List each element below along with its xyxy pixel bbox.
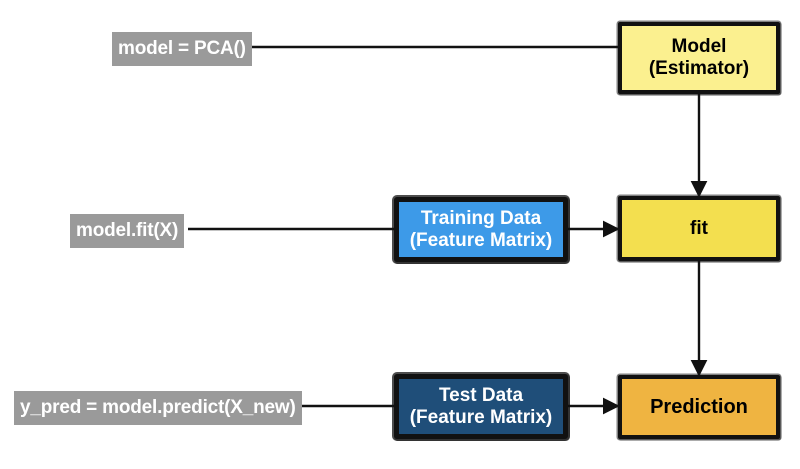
node-model-line1: Model	[671, 36, 727, 58]
node-training-data-line2: (Feature Matrix)	[409, 229, 553, 251]
node-model[interactable]: Model (Estimator)	[618, 22, 780, 94]
node-training-data[interactable]: Training Data (Feature Matrix)	[394, 197, 568, 262]
node-model-line2: (Estimator)	[648, 58, 750, 79]
node-prediction-line1: Prediction	[650, 395, 748, 418]
node-training-data-line1: Training Data	[420, 207, 542, 229]
node-fit[interactable]: fit	[618, 196, 780, 261]
node-fit-line1: fit	[690, 217, 708, 239]
code-label-model-init[interactable]: model = PCA()	[112, 32, 252, 66]
node-test-data[interactable]: Test Data (Feature Matrix)	[394, 374, 568, 439]
node-test-data-line1: Test Data	[438, 384, 524, 406]
node-prediction[interactable]: Prediction	[618, 375, 780, 439]
code-label-model-fit[interactable]: model.fit(X)	[70, 214, 185, 248]
node-test-data-line2: (Feature Matrix)	[409, 406, 553, 428]
code-label-model-predict[interactable]: y_pred = model.predict(X_new)	[14, 391, 302, 425]
